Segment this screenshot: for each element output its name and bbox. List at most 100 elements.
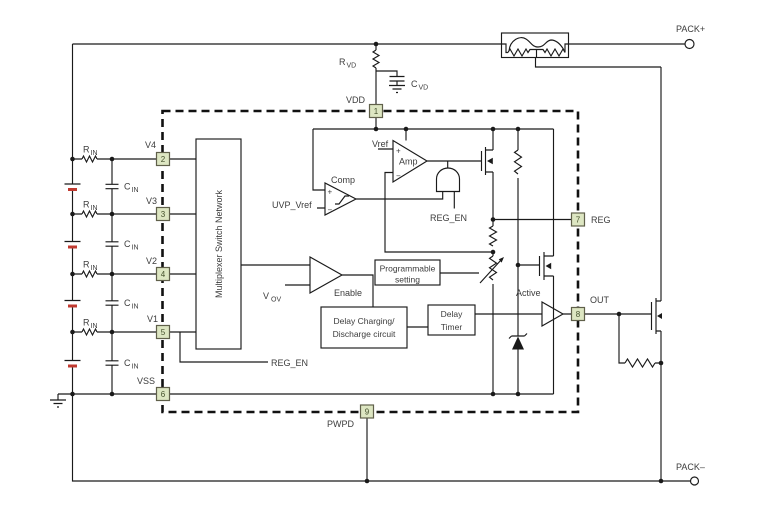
amp-plus: +: [396, 147, 401, 156]
pin-9-pwpd: 9 PWPD: [327, 404, 375, 429]
svg-text:2: 2: [161, 155, 166, 164]
svg-text:1: 1: [374, 107, 379, 116]
mux-label: Multiplexer Switch Network: [214, 189, 224, 298]
pin-5-v1: 5 V1: [147, 314, 171, 340]
driver-triangle: [541, 301, 565, 327]
prog-setting-block: Programmable setting: [374, 259, 479, 286]
output-driver: [475, 301, 572, 327]
pin-3-v3: 3 V3: [146, 196, 171, 222]
pot-arrow-icon: [498, 257, 504, 263]
pin-square-6: [155, 386, 171, 402]
divider-pot-icon: [479, 255, 502, 284]
mux-box: [195, 138, 242, 350]
and-gate: REG_EN: [430, 167, 467, 223]
svg-text:VD: VD: [347, 63, 357, 70]
cvd-label: C: [411, 79, 418, 89]
pwpd-label: PWPD: [327, 419, 355, 429]
pack-minus-terminal: PACK–: [676, 462, 705, 486]
comp-minus: −: [328, 206, 333, 215]
svg-text:VD: VD: [419, 85, 429, 92]
pack-minus-label: PACK–: [676, 462, 705, 472]
battery-cell-minus-plates: [68, 188, 77, 368]
svg-text:IN: IN: [91, 150, 98, 157]
gate-resistor-icon: [624, 357, 656, 369]
cvd-ground-icon: [389, 84, 405, 94]
amp-minus: −: [396, 172, 401, 181]
svg-text:IN: IN: [91, 265, 98, 272]
uvp-comparator: Comp + − UVP_Vref: [272, 129, 444, 216]
svg-text:7: 7: [576, 216, 581, 225]
rin-resistor-icon: [81, 154, 98, 337]
uvp-vref-label: UVP_Vref: [272, 200, 312, 210]
battery-stack: [64, 44, 81, 394]
comp-label: Comp: [331, 175, 355, 185]
v4-label: V4: [145, 140, 156, 150]
fet-arrow-icon: [487, 157, 493, 165]
v1-label: V1: [147, 314, 158, 324]
reg-pass-fet: [480, 129, 494, 220]
delay-label-1: Delay Charging/: [334, 316, 396, 326]
gate-resistor-wire: [618, 314, 661, 364]
rvd-resistor-icon: [371, 49, 381, 69]
timer-block: Delay Timer: [427, 304, 476, 336]
cin-label-3: C: [124, 298, 131, 308]
enable-comparator: Enable V OV: [263, 256, 374, 307]
reg-label: REG: [591, 215, 611, 225]
pin-8-out: 8 OUT: [570, 295, 610, 322]
pin-square-2: [155, 151, 171, 167]
vref-label: Vref: [372, 139, 389, 149]
active-label: Active: [516, 288, 541, 298]
vdd-label: VDD: [346, 95, 366, 105]
zener-diode-icon: [512, 336, 524, 350]
svg-text:3: 3: [161, 210, 166, 219]
delay-label-2: Discharge circuit: [333, 329, 396, 339]
cvd-capacitor-icon: [389, 75, 405, 82]
bias-resistor-icon: [513, 149, 523, 175]
cin-label-4: C: [124, 358, 131, 368]
pin-7-reg: 7 REG: [570, 212, 611, 227]
enable-label: Enable: [334, 288, 362, 298]
prog-label-1: Programmable: [380, 264, 436, 274]
pin-square-3: [155, 206, 171, 222]
svg-text:8: 8: [576, 310, 581, 319]
thermal-fuse: [500, 32, 661, 68]
enable-triangle: [309, 256, 344, 294]
v2-label: V2: [146, 256, 157, 266]
fet-arrow-icon: [545, 262, 552, 270]
ground-icon: [50, 394, 66, 408]
pin-2-v4: 2 V4: [145, 140, 171, 167]
pack-plus-circle: [684, 38, 695, 50]
multiplexer-block: Multiplexer Switch Network REG_EN: [169, 138, 310, 368]
cin-label-2: C: [124, 239, 131, 249]
hysteresis-icon: [335, 195, 349, 205]
divider-resistor-icon: [488, 225, 498, 247]
timer-label-2: Timer: [441, 322, 463, 332]
pack-plus-label: PACK+: [676, 24, 705, 34]
pin-square-4: [155, 266, 171, 282]
input-filter-network: R IN R IN R IN R IN C IN C IN C IN C IN: [58, 145, 157, 395]
pin-1-vdd: 1 VDD: [346, 95, 384, 119]
svg-text:6: 6: [161, 390, 166, 399]
reg-en-label-pin5: REG_EN: [271, 358, 308, 368]
svg-text:IN: IN: [91, 205, 98, 212]
reg-en-label-gate: REG_EN: [430, 213, 467, 223]
rvd-label: R: [339, 57, 346, 67]
pin-square-7: [570, 212, 586, 227]
and-gate-body: [435, 167, 461, 193]
pin-6-vss: 6 VSS: [137, 376, 171, 402]
zener-bar: [508, 333, 528, 339]
pack-minus-circle: [689, 476, 700, 486]
rin-label-1: R: [83, 145, 90, 155]
cin-capacitor-icon: [105, 183, 119, 366]
fet-arrow-icon: [657, 313, 662, 319]
junction-dots: [70, 41, 664, 484]
svg-text:4: 4: [161, 270, 166, 279]
svg-text:IN: IN: [132, 187, 139, 194]
svg-text:OV: OV: [271, 297, 281, 304]
fuse-element-icon: [508, 37, 565, 52]
pin-4-v2: 4 V2: [146, 256, 171, 282]
battery-cell-plus-plates: [64, 183, 81, 362]
error-amp: Vref Amp + −: [372, 129, 493, 253]
rin-label-2: R: [83, 200, 90, 210]
amp-triangle: [392, 139, 429, 184]
